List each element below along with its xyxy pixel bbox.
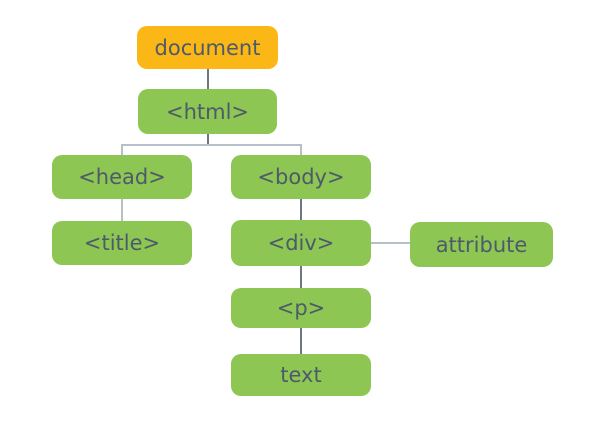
node-title: <title> [52,221,192,265]
edge-div-attribute [371,242,410,244]
edge-head-title [121,199,123,221]
node-html: <html> [138,89,277,134]
node-attribute-label: attribute [435,232,528,257]
node-body: <body> [231,155,371,199]
node-html-label: <html> [165,99,250,124]
node-title-label: <title> [83,231,161,255]
edge-drop-to-head [121,145,123,155]
node-div: <div> [231,220,371,266]
edge-p-text [300,328,302,354]
node-p-label: <p> [276,296,326,320]
node-attribute: attribute [410,222,553,267]
node-p: <p> [231,288,371,328]
edge-body-div [300,199,302,220]
edge-html-branch-stub [207,134,209,145]
node-text: text [231,354,371,396]
node-head: <head> [52,155,192,199]
node-div-label: <div> [267,231,335,255]
edge-div-p [300,266,302,288]
edge-document-html [207,69,209,89]
node-body-label: <body> [257,165,345,189]
node-head-label: <head> [78,165,166,189]
node-text-label: text [280,363,322,387]
node-document-label: document [154,35,261,60]
edge-drop-to-body [300,145,302,155]
edge-html-split-bar [121,144,302,146]
node-document: document [137,26,278,69]
